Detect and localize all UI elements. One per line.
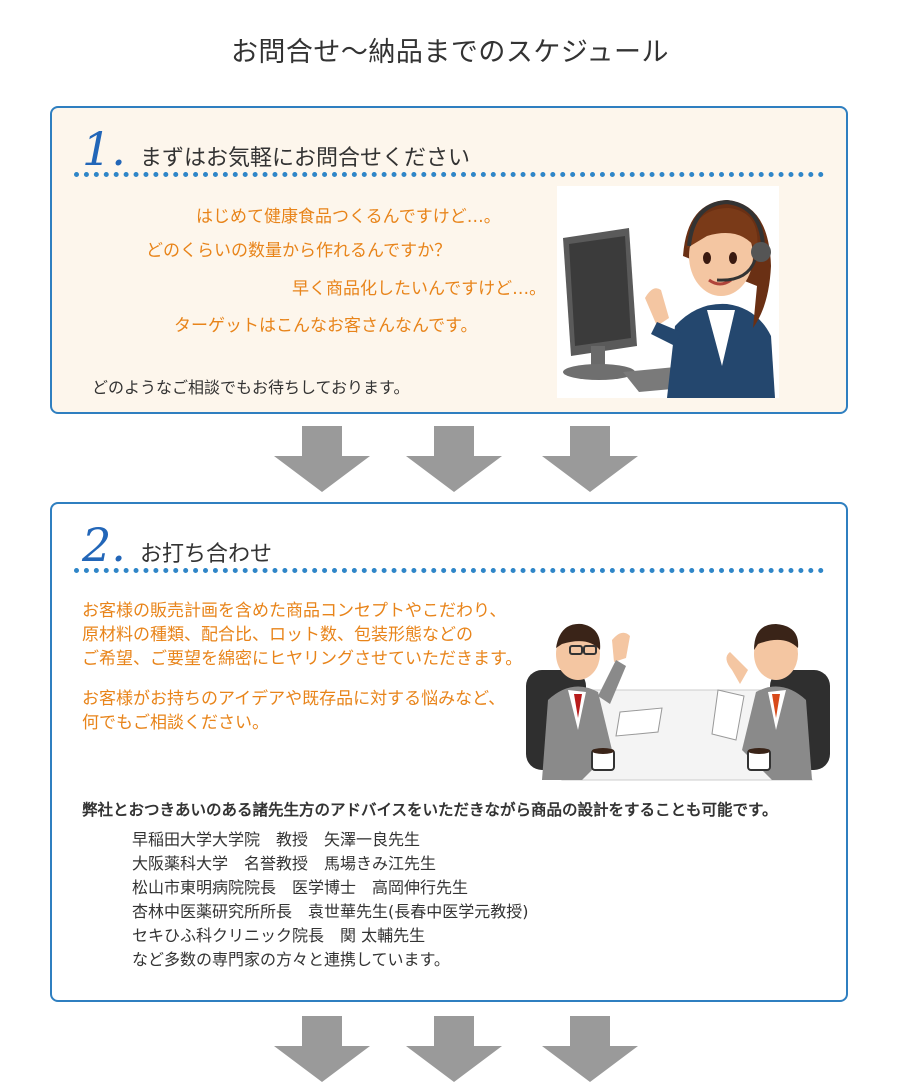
step-2-advisory-intro: 弊社とおつきあいのある諸先生方のアドバイスをいただきながら商品の設計をすることも… [82, 801, 778, 819]
step-1-question-2: どのくらいの数量から作れるんですか？ [146, 241, 452, 261]
step-1-number: 1. [82, 122, 126, 176]
page-title: お問合せ〜納品までのスケジュール [230, 37, 670, 68]
down-arrow-icon [406, 1016, 502, 1082]
down-arrow-icon [274, 426, 370, 492]
step-2-number: 2. [82, 518, 126, 572]
advisor-item: 早稲田大学大学院 教授 矢澤一良先生 [132, 830, 421, 849]
step-1-closing: どのようなご相談でもお待ちしております。 [92, 378, 410, 397]
down-arrow-icon [542, 1016, 638, 1082]
step-1-question-4: ターゲットはこんなお客さんなんです。 [174, 316, 478, 336]
step-1-divider [74, 172, 824, 177]
down-arrow-icon [406, 426, 502, 492]
down-arrow-icon [542, 426, 638, 492]
step-2-divider [74, 568, 824, 573]
step-1-box: 1. まずはお気軽にお問合せください はじめて健康食品つくるんですけど…。 どの… [50, 106, 848, 414]
step-2-line-b2: 何でもご相談ください。 [82, 713, 269, 733]
advisor-item: セキひふ科クリニック院長 関 太輔先生 [132, 926, 426, 945]
step-2-line-a1: お客様の販売計画を含めた商品コンセプトやこだわり、 [82, 601, 507, 621]
advisor-item: 杏林中医薬研究所所長 袁世華先生(長春中医学元教授) [132, 902, 529, 921]
arrow-row-1 [0, 426, 900, 492]
step-1-question-1: はじめて健康食品つくるんですけど…。 [196, 207, 501, 227]
advisor-item: など多数の専門家の方々と連携しています。 [132, 950, 450, 969]
advisor-item: 松山市東明病院院長 医学博士 高岡伸行先生 [132, 878, 469, 897]
step-2-title: お打ち合わせ [140, 542, 273, 567]
meeting-illustration [526, 623, 830, 781]
step-2-line-a3: ご希望、ご要望を綿密にヒヤリングさせていただきます。 [82, 649, 523, 669]
arrow-row-2 [0, 1016, 900, 1082]
step-1-title: まずはお気軽にお問合せください [140, 146, 471, 171]
operator-illustration [557, 186, 779, 398]
step-2-box: 2. お打ち合わせ お客様の販売計画を含めた商品コンセプトやこだわり、 原材料の… [50, 502, 848, 1002]
down-arrow-icon [274, 1016, 370, 1082]
advisor-item: 大阪薬科大学 名誉教授 馬場きみ江先生 [132, 854, 437, 873]
step-1-question-3: 早く商品化したいんですけど…。 [292, 279, 547, 299]
step-2-line-a2: 原材料の種類、配合比、ロット数、包装形態などの [82, 625, 473, 645]
step-2-line-b1: お客様がお持ちのアイデアや既存品に対する悩みなど、 [82, 689, 506, 709]
